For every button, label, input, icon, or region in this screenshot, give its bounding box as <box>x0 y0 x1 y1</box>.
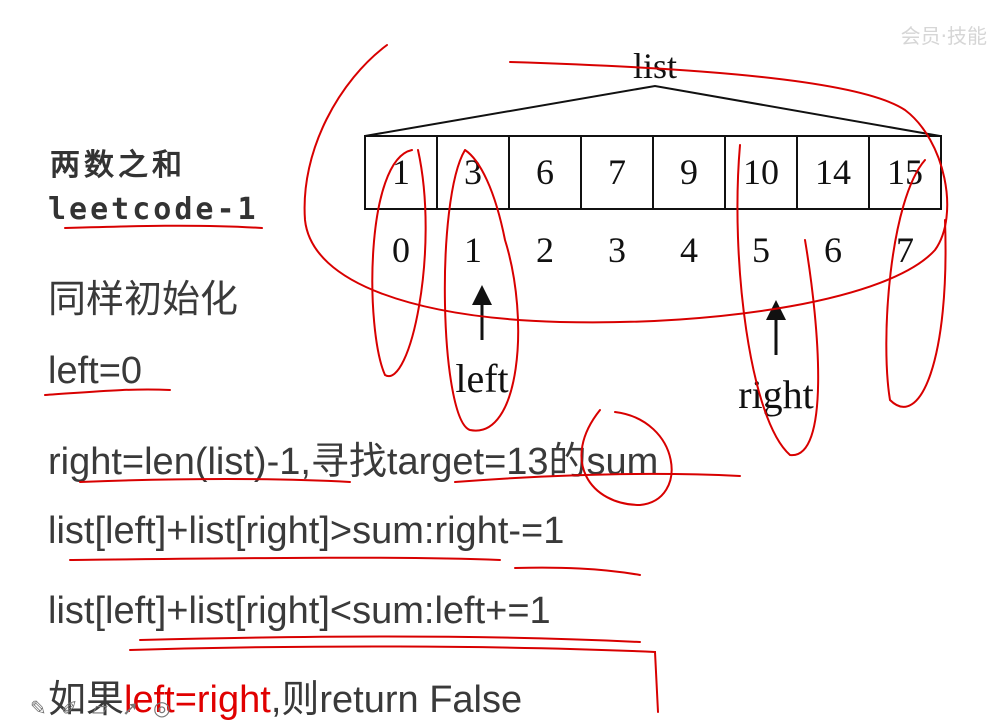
array-cell <box>796 135 870 210</box>
annotation-circle-5 <box>736 144 820 457</box>
array-index: 1 <box>464 230 482 270</box>
pointer-icon[interactable]: ➚ <box>122 696 143 720</box>
array-value: 15 <box>887 152 923 192</box>
list-bracket <box>364 84 941 137</box>
array-index: 3 <box>608 230 626 270</box>
left-pointer: left <box>455 285 509 401</box>
array-cell <box>580 135 654 210</box>
target-icon[interactable]: ◎ <box>153 696 175 720</box>
array-index: 4 <box>680 230 698 270</box>
text-line-1: 同样初始化 <box>48 279 239 321</box>
right-pointer: right <box>738 300 814 417</box>
annotation-toolbar: ✎ ✐ ▱ ➚ ◎ <box>30 696 175 720</box>
annotation-circle-1 <box>443 149 520 432</box>
array-value: 6 <box>536 152 554 192</box>
array-cells: 1 3 6 7 9 10 14 15 <box>364 135 942 210</box>
eraser-icon[interactable]: ▱ <box>92 696 112 720</box>
underline-right-decrement <box>514 566 641 576</box>
pen-icon[interactable]: ✎ <box>30 696 51 720</box>
list-label: list <box>633 46 677 86</box>
left-label: left <box>455 356 508 401</box>
arrow-up-icon <box>766 300 786 320</box>
array-value: 10 <box>743 152 779 192</box>
array-value: 9 <box>680 152 698 192</box>
pencil-icon[interactable]: ✐ <box>61 696 82 720</box>
text-line-4: list[left]+list[right]>sum:right-=1 <box>48 510 565 552</box>
text-line-2: left=0 <box>48 350 143 392</box>
underline-condition-5 <box>139 635 641 643</box>
text-line-3: right=len(list)-1,寻找target=13的sum <box>48 441 659 483</box>
array-cell <box>436 135 510 210</box>
array-index: 0 <box>392 230 410 270</box>
array-cell <box>724 135 798 210</box>
array-cell <box>364 135 438 210</box>
array-cell <box>508 135 582 210</box>
array-value: 3 <box>464 152 482 192</box>
annotation-loop <box>303 44 949 324</box>
text-line-6-prefix: 如果 <box>48 679 125 721</box>
slide-subtitle: leetcode-1 <box>48 192 259 227</box>
right-label: right <box>738 372 814 417</box>
watermark: 会员·技能 <box>900 24 987 48</box>
annotation-circle-0 <box>371 149 427 378</box>
underline-condition-4 <box>69 556 501 561</box>
array-value: 7 <box>608 152 626 192</box>
text-line-5: list[left]+list[right]<sum:left+=1 <box>48 590 551 632</box>
slide-title: 两数之和 <box>50 148 186 183</box>
arrow-up-icon <box>472 285 492 305</box>
array-value: 1 <box>392 152 410 192</box>
array-value: 14 <box>815 152 851 192</box>
text-line-6-suffix: ,则return False <box>270 679 523 721</box>
array-index: 5 <box>752 230 770 270</box>
array-index: 6 <box>824 230 842 270</box>
array-index: 7 <box>896 230 914 270</box>
array-cell <box>868 135 942 210</box>
array-index: 2 <box>536 230 554 270</box>
annotation-circle-7 <box>885 159 947 408</box>
array-cell <box>652 135 726 210</box>
array-indices: 0 1 2 3 4 5 6 7 <box>392 230 914 270</box>
